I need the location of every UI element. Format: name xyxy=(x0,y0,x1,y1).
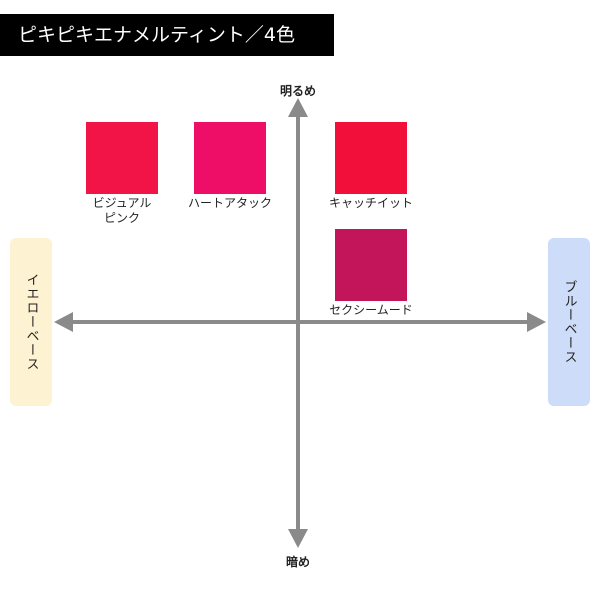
page-title: ピキピキエナメルティント／4色 xyxy=(0,14,334,56)
yellow-base-label: イエローベース xyxy=(23,273,39,371)
blue-base-label: ブルーベース xyxy=(561,280,577,364)
swatch-heart-attack xyxy=(194,122,266,194)
yellow-base-box: イエローベース xyxy=(10,238,52,406)
axis-label-bottom: 暗め xyxy=(285,555,311,569)
swatch-label-sexy-mood: セクシームード xyxy=(329,303,413,317)
arrow-left xyxy=(54,312,73,332)
swatch-label-catch-it: キャッチイット xyxy=(328,196,413,210)
swatch-sexy-mood xyxy=(335,229,407,301)
blue-base-box: ブルーベース xyxy=(548,238,590,406)
swatch-visual-pink xyxy=(86,122,158,194)
swatch-catch-it xyxy=(335,122,407,194)
arrow-right xyxy=(527,312,546,332)
arrow-up xyxy=(288,98,308,117)
swatch-label-visual-pink: ビジュアル ピンク xyxy=(92,196,152,225)
axis-label-top: 明るめ xyxy=(279,84,317,98)
arrow-down xyxy=(288,529,308,548)
swatch-label-heart-attack: ハートアタック xyxy=(187,196,272,210)
